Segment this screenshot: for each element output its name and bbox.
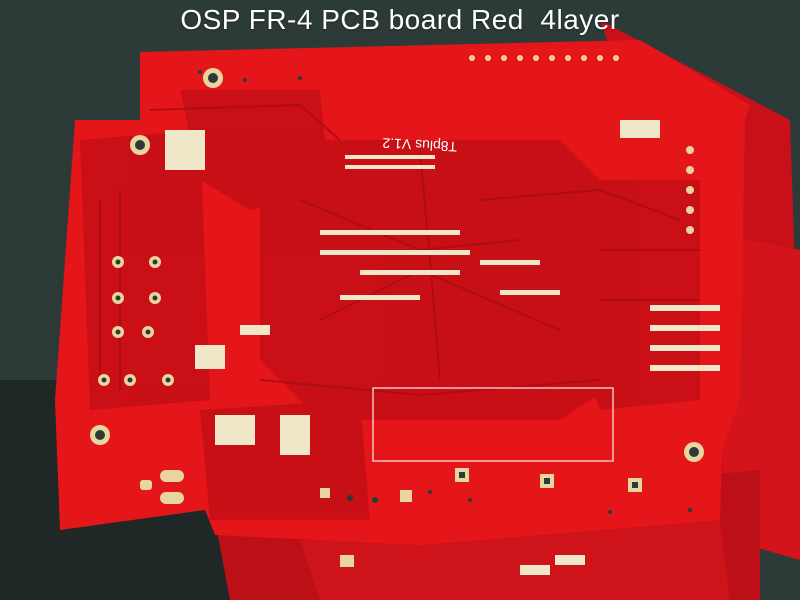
header-pins [469, 55, 694, 234]
board-silk-text: T8plus V1.2 [382, 135, 458, 155]
oval-pads [140, 470, 184, 504]
square-pads [320, 468, 642, 567]
through-hole-pads [98, 256, 174, 386]
silkscreen-box [372, 387, 614, 462]
vias [198, 70, 692, 514]
image-caption: OSP FR-4 PCB board Red 4layer [180, 4, 620, 35]
smd-pads [165, 120, 720, 575]
mounting-holes [90, 68, 704, 462]
